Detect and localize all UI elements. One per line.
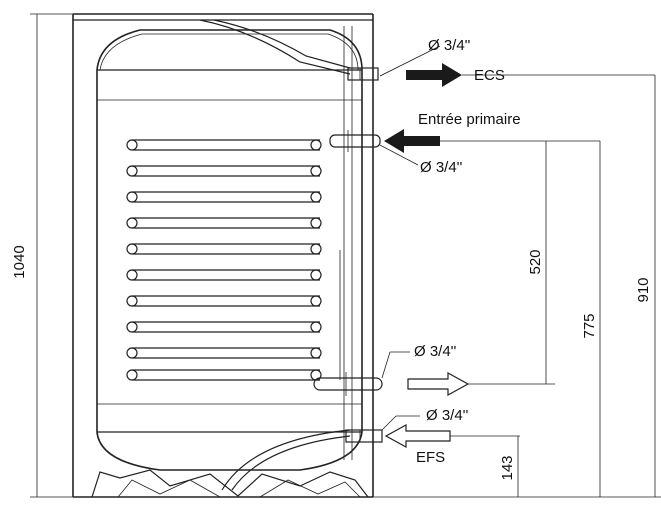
cold-inlet-arrow bbox=[384, 423, 451, 449]
dim-total-height: 1040 bbox=[11, 245, 28, 278]
fitting-cold-inlet bbox=[345, 429, 383, 443]
label-diameter-cold-inlet: Ø 3/4'' bbox=[426, 407, 469, 424]
fitting-hot-outlet bbox=[347, 67, 379, 81]
primary-outlet-arrow bbox=[407, 371, 470, 397]
label-diameter-primary-outlet: Ø 3/4'' bbox=[414, 343, 457, 360]
tank-base bbox=[73, 469, 373, 498]
label-diameter-primary-inlet: Ø 3/4'' bbox=[420, 159, 463, 176]
heat-exchanger-coil bbox=[126, 139, 322, 381]
label-ecs: ECS bbox=[474, 67, 505, 84]
dimension-lines bbox=[30, 13, 661, 498]
ecs-outlet-arrow bbox=[406, 63, 462, 87]
label-diameter-top-outlet: Ø 3/4'' bbox=[428, 37, 471, 54]
dim-hot-outlet-height: 910 bbox=[635, 277, 652, 302]
primary-inlet-arrow bbox=[384, 129, 440, 153]
label-efs: EFS bbox=[416, 449, 445, 466]
label-primary-inlet: Entrée primaire bbox=[418, 111, 521, 128]
fitting-primary-outlet bbox=[313, 372, 383, 396]
leader-lines bbox=[379, 45, 441, 431]
fitting-primary-inlet bbox=[329, 130, 381, 152]
dim-cold-inlet-height: 143 bbox=[499, 455, 516, 480]
dim-primary-inlet-height: 775 bbox=[581, 313, 598, 338]
dim-coil-span: 520 bbox=[527, 249, 544, 274]
tank bbox=[72, 13, 374, 497]
